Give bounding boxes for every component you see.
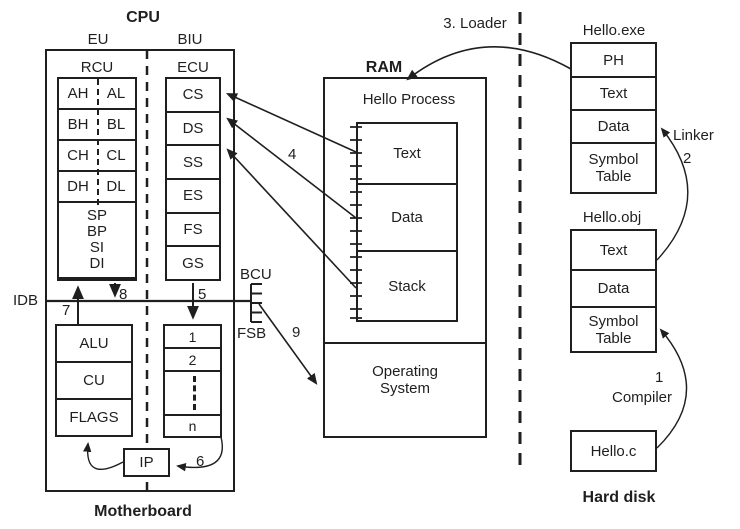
ip-register-box: IP xyxy=(123,448,170,477)
hello-obj-box: Text Data Symbol Table xyxy=(570,229,657,353)
obj-symbol-table-section: Symbol Table xyxy=(588,312,639,347)
obj-data-section: Data xyxy=(572,271,655,308)
register-sp: SP xyxy=(86,207,107,224)
register-es: ES xyxy=(167,180,219,214)
loader-arrow xyxy=(406,46,572,81)
exe-data-section: Data xyxy=(572,111,655,144)
operating-system-label: Operating System xyxy=(372,363,438,397)
bcu-fsb-connector xyxy=(250,283,262,323)
ecu-label: ECU xyxy=(177,59,209,76)
biu-label: BIU xyxy=(177,31,203,48)
bcu-label: BCU xyxy=(240,266,272,283)
obj-text-section: Text xyxy=(572,231,655,271)
hello-process-label: Hello Process xyxy=(362,91,456,108)
register-ah: AH xyxy=(67,85,89,102)
register-si: SI xyxy=(89,239,105,256)
linker-step-number: 2 xyxy=(683,150,692,167)
hello-obj-label: Hello.obj xyxy=(582,209,642,226)
register-high-low-dashed-divider xyxy=(97,79,99,205)
register-row-d: DH DL xyxy=(59,172,135,203)
register-ch: CH xyxy=(67,147,89,164)
compiler-step-number: 1 xyxy=(655,369,664,386)
step-8-label: 8 xyxy=(119,286,128,303)
flags-cell: FLAGS xyxy=(69,409,119,426)
register-gs: GS xyxy=(182,254,204,272)
compiler-label: Compiler xyxy=(612,389,673,406)
pointer-register-cell: SP BP SI DI xyxy=(59,203,135,279)
eu-label: EU xyxy=(87,31,109,48)
hello-c-box: Hello.c xyxy=(570,430,657,472)
step-4-label: 4 xyxy=(288,146,297,163)
process-segments-box: Text Data Stack xyxy=(356,122,458,322)
exe-symbol-table-section: Symbol Table xyxy=(588,151,639,185)
cpu-title: CPU xyxy=(126,9,160,26)
register-dl: DL xyxy=(106,178,126,195)
ip-label: IP xyxy=(139,454,154,471)
motherboard-label: Motherboard xyxy=(94,503,192,520)
hello-exe-label: Hello.exe xyxy=(582,22,646,39)
fsb-to-os-arrow xyxy=(258,303,318,385)
fsb-label: FSB xyxy=(237,325,267,342)
register-bp: BP xyxy=(86,223,107,240)
step-7-label: 7 xyxy=(62,302,71,319)
queue-ellipsis-cell xyxy=(165,372,220,416)
register-ds: DS xyxy=(167,113,219,147)
step-9-label: 9 xyxy=(292,324,301,341)
linker-label: Linker xyxy=(673,127,714,144)
process-data-segment: Data xyxy=(358,185,456,252)
alu-cell: ALU xyxy=(57,326,131,363)
queue-ellipsis-dashed-line xyxy=(192,376,196,410)
step-5-label: 5 xyxy=(198,286,207,303)
hello-exe-box: PH Text Data Symbol Table xyxy=(570,42,657,194)
register-bl: BL xyxy=(106,116,126,133)
register-al: AL xyxy=(106,85,126,102)
ecu-segment-register-box: CS DS SS ES FS GS xyxy=(165,77,221,281)
hello-c-label: Hello.c xyxy=(590,442,637,460)
hard-disk-title: Hard disk xyxy=(582,489,656,506)
register-cl: CL xyxy=(106,147,126,164)
queue-slot-1: 1 xyxy=(165,326,220,349)
cu-cell: CU xyxy=(57,363,131,400)
linker-arrow xyxy=(656,127,689,261)
rcu-label: RCU xyxy=(80,59,114,76)
instruction-queue-box: 1 2 n xyxy=(163,324,222,438)
register-bh: BH xyxy=(67,116,89,133)
alu-cu-flags-box: ALU CU FLAGS xyxy=(55,324,133,437)
register-fs: FS xyxy=(167,214,219,248)
loader-step-label: 3. Loader xyxy=(443,15,507,32)
process-text-segment: Text xyxy=(358,124,456,185)
register-cs: CS xyxy=(167,79,219,113)
register-dh: DH xyxy=(67,178,89,195)
rcu-register-box: AH AL BH BL CH CL DH DL SP BP SI DI xyxy=(57,77,137,281)
process-stack-segment: Stack xyxy=(388,277,426,295)
queue-slot-2: 2 xyxy=(165,349,220,372)
register-ss: SS xyxy=(167,146,219,181)
register-di: DI xyxy=(89,255,105,272)
queue-slot-n: n xyxy=(188,418,197,434)
exe-text-section: Text xyxy=(572,78,655,111)
exe-ph-section: PH xyxy=(572,44,655,78)
ram-title: RAM xyxy=(365,59,403,76)
idb-label: IDB xyxy=(13,292,39,309)
